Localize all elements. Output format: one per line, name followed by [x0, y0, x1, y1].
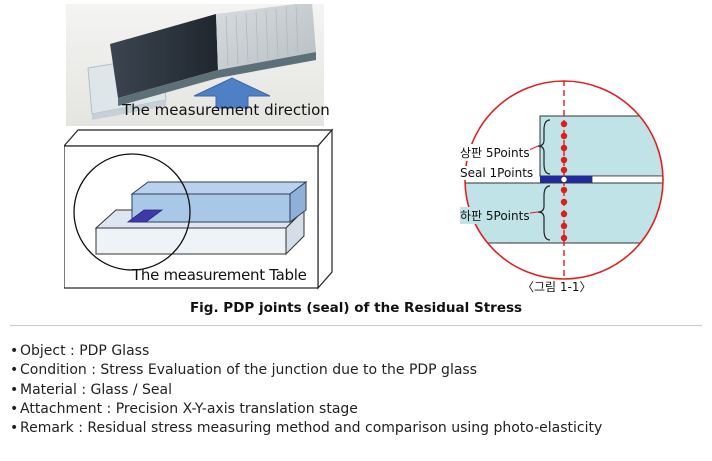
figure-reference: 〈그림 1-1〉	[522, 280, 592, 294]
seal-strip	[126, 209, 164, 223]
glass-sample-illustration	[66, 2, 324, 126]
lower-point	[560, 210, 568, 218]
figure-caption: Fig. PDP joints (seal) of the Residual S…	[189, 300, 523, 316]
seal-detail-view: 상판 5Points Seal 1Points 하판 5Points	[440, 80, 692, 300]
seal-point	[560, 175, 568, 184]
upper-point	[560, 132, 568, 140]
spec-item-material: •Material : Glass / Seal	[10, 381, 602, 400]
divider	[10, 325, 702, 326]
measurement-table-label: The measurement Table	[132, 266, 307, 284]
lower-point	[560, 186, 568, 194]
sample-photo	[66, 2, 324, 126]
bullet-icon: •	[10, 343, 19, 359]
spec-item-object: •Object : PDP Glass	[10, 342, 602, 361]
spec-item-attachment: •Attachment : Precision X-Y-axis transla…	[10, 400, 602, 419]
upper-point	[560, 166, 568, 174]
upper-point	[560, 120, 568, 128]
upper-point	[560, 144, 568, 152]
lower-point	[560, 222, 568, 230]
upper-point	[560, 156, 568, 164]
bullet-icon: •	[10, 381, 19, 398]
upper-points-label: 상판 5Points	[460, 144, 530, 161]
seal-points-label: Seal 1Points	[460, 166, 534, 180]
bullet-icon: •	[10, 400, 19, 417]
spec-item-condition: •Condition : Stress Evaluation of the ju…	[10, 361, 602, 380]
bullet-icon: •	[10, 420, 19, 437]
detail-circle-border	[464, 80, 664, 280]
spec-item-remark: •Remark : Residual stress measuring meth…	[10, 419, 602, 438]
lower-point	[560, 198, 568, 206]
measurement-table-diagram	[62, 126, 334, 294]
measurement-direction-label: The measurement direction	[122, 101, 330, 119]
bullet-icon: •	[10, 362, 19, 379]
direction-arrow-icon	[193, 77, 271, 109]
focus-circle	[73, 153, 191, 271]
lower-point	[560, 234, 568, 242]
lower-points-label: 하판 5Points	[460, 207, 530, 224]
spec-list: •Object : PDP Glass •Condition : Stress …	[10, 342, 602, 438]
